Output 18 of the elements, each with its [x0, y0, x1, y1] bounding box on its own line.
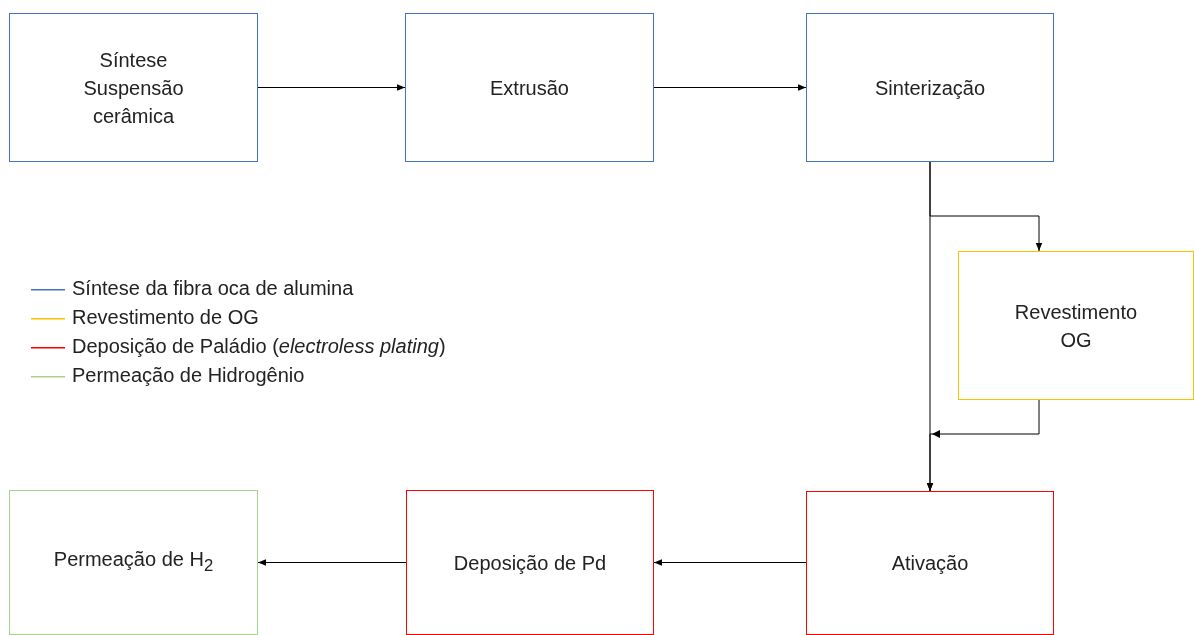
- process-box: [406, 490, 654, 635]
- process-box: [405, 13, 654, 162]
- legend-label: Permeação de Hidrogênio: [72, 364, 305, 387]
- legend-label: Revestimento de OG: [72, 306, 259, 329]
- step-label: Revestimento OG: [1013, 299, 1139, 353]
- process-box: [9, 13, 258, 162]
- legend-label: Síntese da fibra oca de alumina: [72, 277, 354, 300]
- process-box: [958, 251, 1194, 400]
- step-label: Ativação: [891, 551, 969, 576]
- process-box: [806, 13, 1054, 162]
- step-label: Síntese Suspensão cerâmica: [82, 47, 185, 129]
- process-box: [9, 490, 258, 635]
- step-label: Deposição de Pd: [453, 550, 607, 576]
- step-label: Sinterização: [874, 75, 986, 101]
- process-box: [806, 491, 1054, 635]
- legend-label: Deposição de Paládio (electroless plating): [72, 335, 446, 358]
- step-label: Extrusão: [490, 75, 569, 101]
- step-label: Permeação de H$_{2}$: [53, 547, 214, 577]
